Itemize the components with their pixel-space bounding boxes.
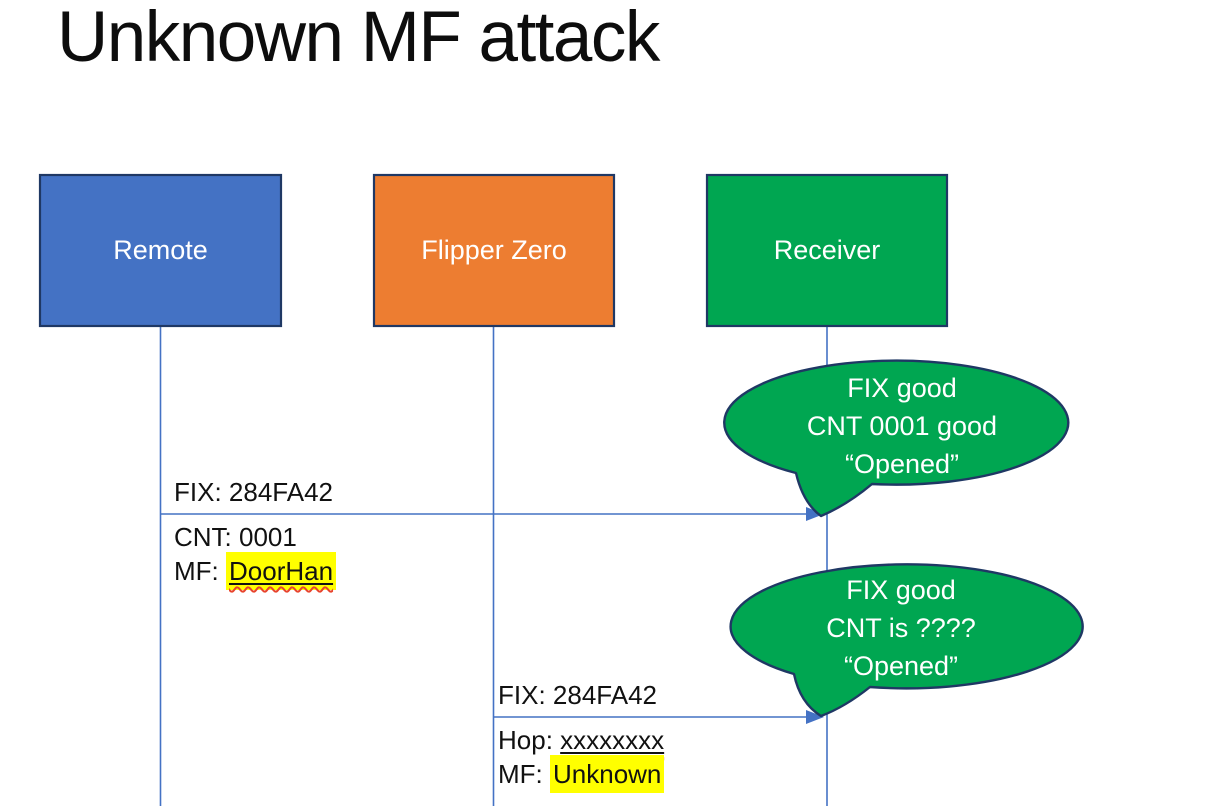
actor-box-receiver [705, 173, 949, 328]
message1-mf-prefix: MF: [174, 556, 226, 586]
message1-mf-value: DoorHan [229, 556, 334, 586]
message1-arrowhead [806, 507, 824, 521]
actor-box-flipper-zero [372, 173, 616, 328]
message1-mf-label: MF: DoorHan [174, 552, 337, 590]
message2-mf-value: Unknown [550, 755, 665, 793]
callout2-line3: “Opened” [843, 651, 959, 681]
callout1-text: FIX good CNT 0001 good “Opened” [729, 369, 1075, 483]
message2-hop-squiggle: xxxxxxxx [560, 725, 664, 755]
callout1-line1: FIX good [847, 373, 957, 403]
callout2-line1: FIX good [846, 575, 956, 605]
actor-label-receiver: Receiver [707, 175, 947, 326]
message2-mf-prefix: MF: [498, 759, 550, 789]
callout1-bubble [723, 359, 1070, 518]
callout1-line3: “Opened” [844, 449, 960, 479]
message1-fix-label: FIX: 284FA42 [174, 477, 333, 507]
message1-cnt-label: CNT: 0001 [174, 522, 297, 552]
actor-label-remote: Remote [40, 175, 281, 326]
message2-hop-label: Hop: xxxxxxxx [498, 725, 664, 755]
actor-box-remote [38, 173, 283, 328]
message2-arrowhead [806, 710, 824, 724]
message2-fix-label: FIX: 284FA42 [498, 680, 657, 710]
actor-label-receiver-text: Receiver [773, 235, 881, 265]
slide-title: Unknown MF attack [57, 0, 660, 77]
message2-hop-value: xxxxxxxx [560, 725, 665, 755]
actor-label-flipper-zero-text: Flipper Zero [421, 235, 567, 265]
actor-label-remote-text: Remote [113, 235, 208, 265]
callout1-line2: CNT 0001 good [806, 411, 998, 441]
message2-hop-prefix: Hop: [498, 725, 561, 755]
callout2-line2: CNT is ???? [826, 613, 976, 643]
callout2-bubble [729, 563, 1084, 718]
message2-mf-label: MF: Unknown [498, 755, 665, 793]
callout2-text: FIX good CNT is ???? “Opened” [728, 571, 1074, 685]
message1-mf-highlight: DoorHan [226, 552, 337, 590]
actor-label-flipper-zero: Flipper Zero [374, 175, 614, 326]
